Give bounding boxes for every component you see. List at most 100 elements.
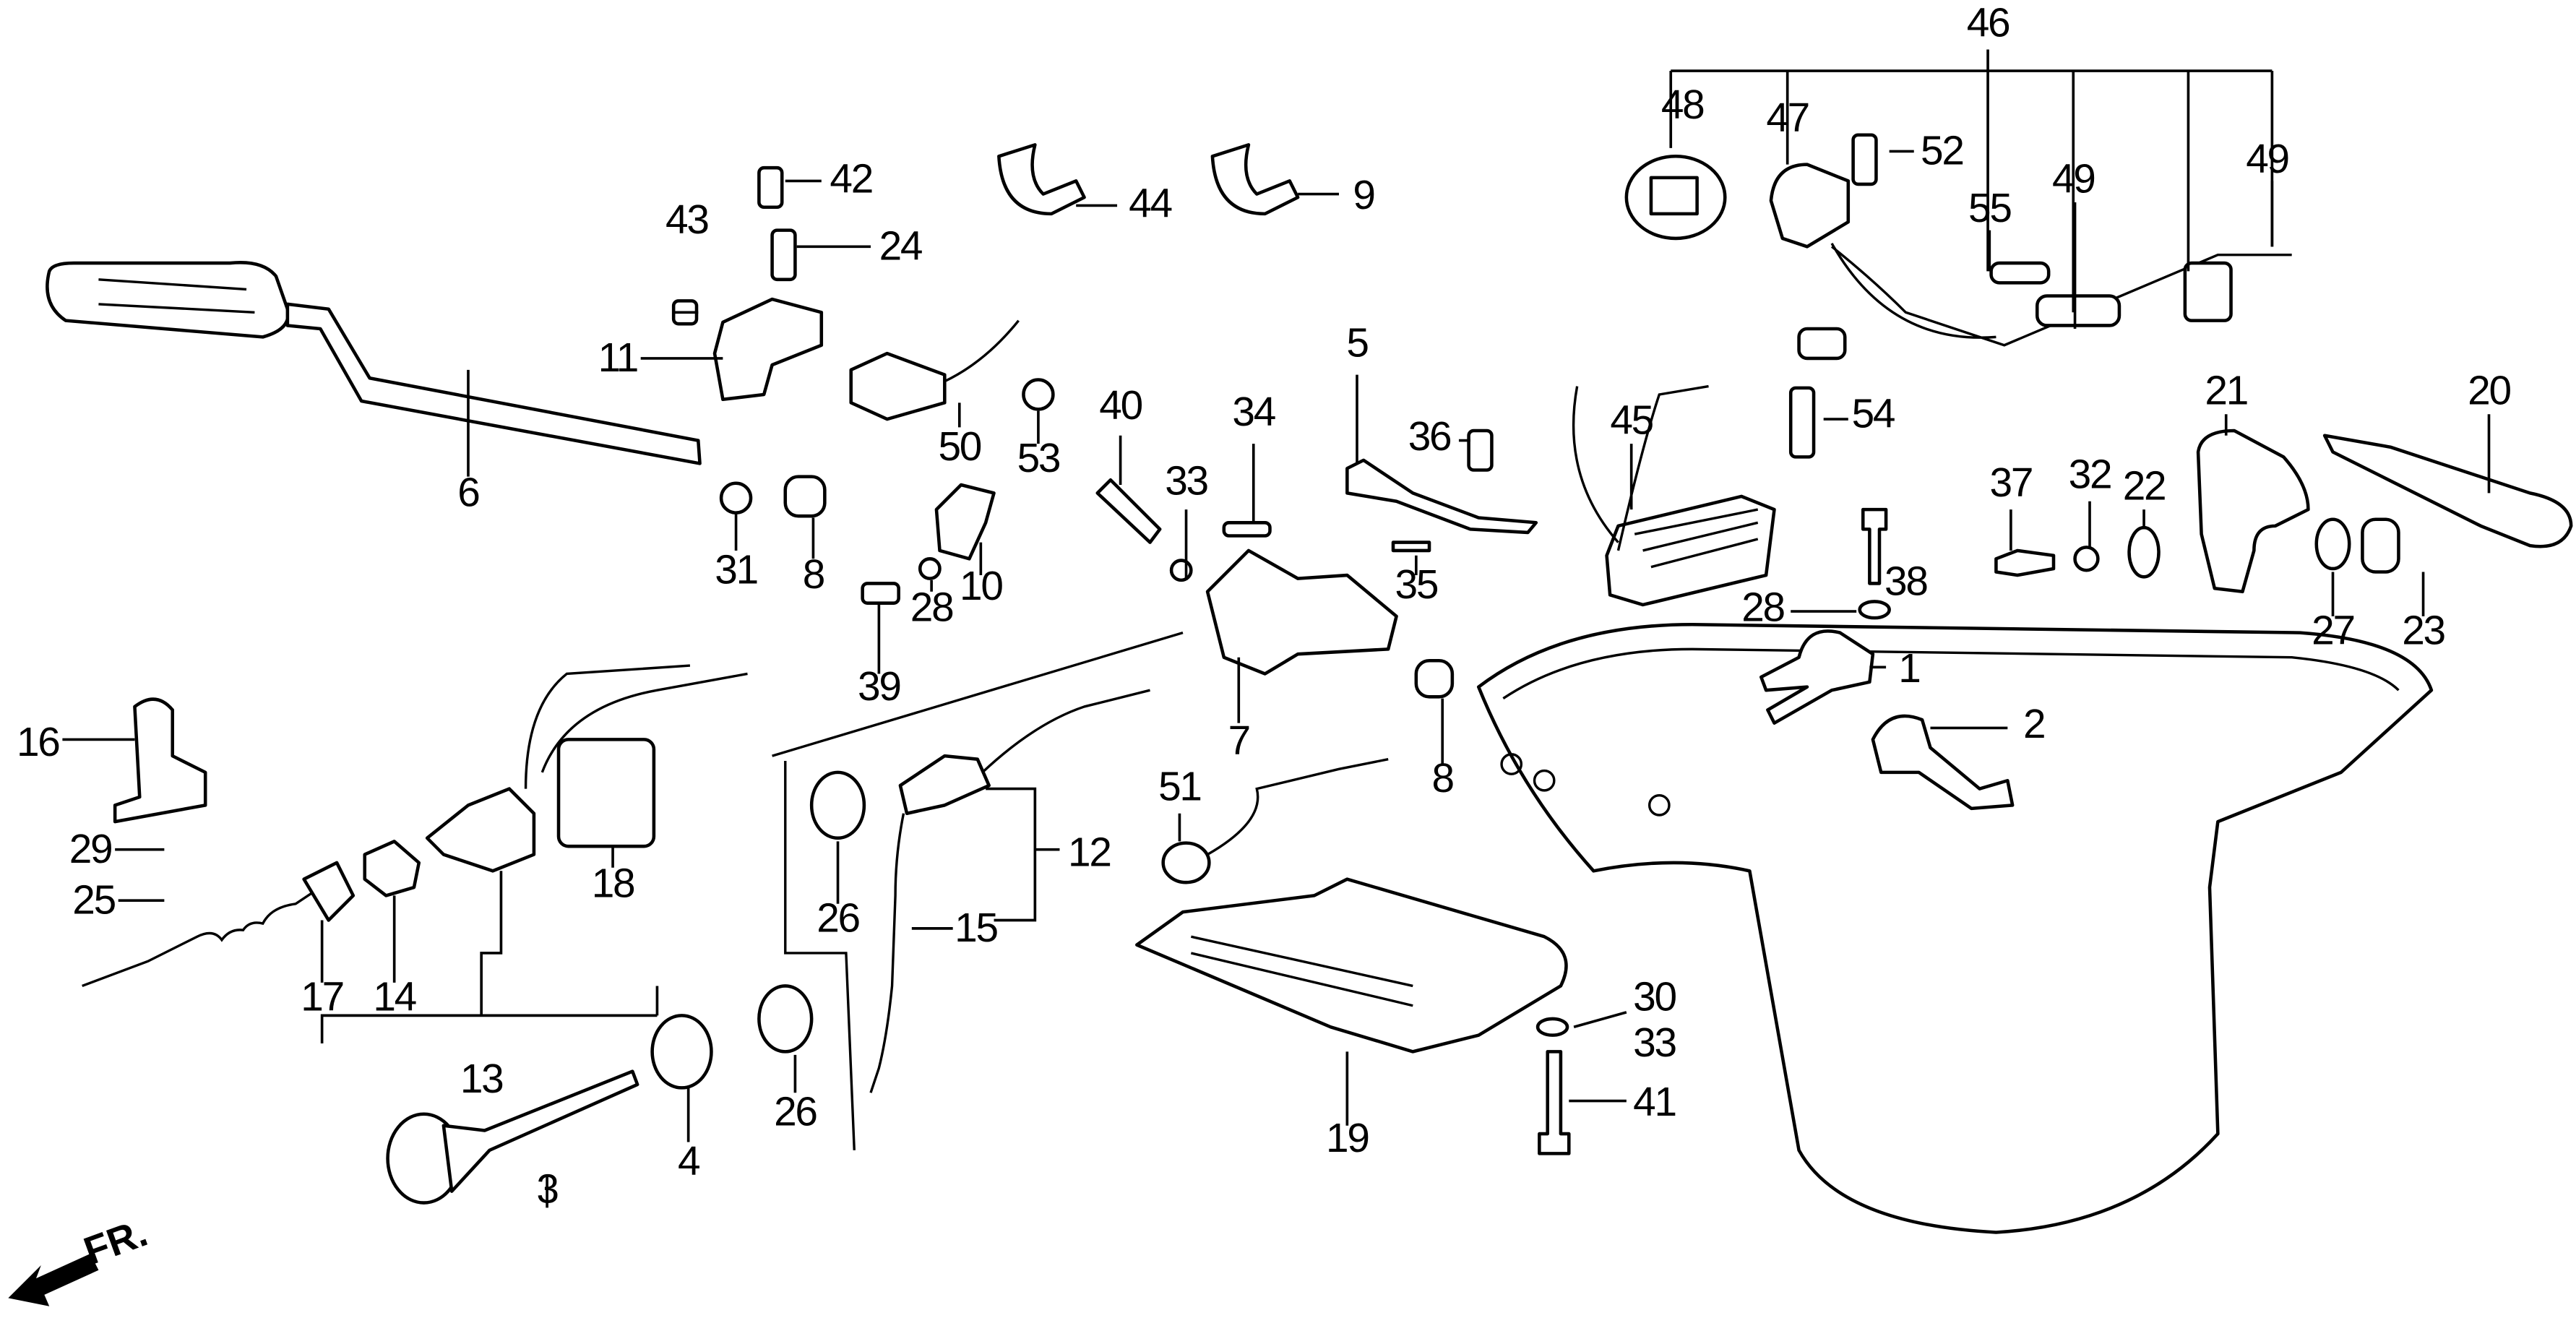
handle-19 [1135,877,1568,1054]
front-label: FR. [78,1210,152,1273]
clamp-9 [1210,143,1300,216]
callout-8: 8 [803,552,824,598]
callout-labels: 46 48 47 52 55 49 49 42 24 43 11 44 9 6 … [17,0,2512,1213]
callout-54: 54 [1852,391,1895,436]
callout-42: 42 [830,156,872,202]
bolt-52 [1851,133,1878,186]
pin-34 [1222,521,1272,538]
group-divider [772,631,1184,1150]
bolt-24 [770,228,797,282]
front-direction-indicator: FR. [8,1210,153,1306]
callout-2: 2 [2023,702,2044,747]
callout-52: 52 [1921,129,1963,174]
callout-45: 45 [1610,398,1653,444]
callout-29: 29 [69,827,112,872]
plug-4 [650,1014,713,1090]
washer-28 [1858,600,1891,620]
callout-34: 34 [1232,389,1275,435]
bush-8 [783,475,827,518]
nut-26b [757,984,814,1054]
lower-housing [1476,622,2434,1234]
bush-8b [1414,659,1455,699]
bolt-37 [1994,548,2056,577]
callout-22: 22 [2123,463,2166,509]
callout-39: 39 [858,664,900,710]
callout-10: 10 [960,564,1002,609]
callout-47: 47 [1766,95,1809,141]
callout-11: 11 [598,335,637,381]
bracket-16 [113,697,207,824]
bracket-11 [712,297,824,402]
callout-4: 4 [678,1139,699,1184]
callout-3: 3 [536,1167,558,1213]
callout-16: 16 [17,720,59,765]
callout-13: 13 [460,1056,503,1102]
bolt-40 [1095,478,1162,544]
washer-22 [2127,525,2161,579]
callout-43: 43 [665,197,708,243]
callout-41: 41 [1633,1080,1676,1125]
callout-8b: 8 [1432,756,1454,801]
nut-14 [363,840,421,897]
callout-28b: 28 [910,585,953,631]
washer-31 [719,481,753,514]
switch-50 [849,351,947,421]
lever-21 [2196,428,2310,594]
spring-17 [82,886,322,988]
callout-40: 40 [1099,383,1142,428]
callout-24: 24 [879,224,922,270]
callout-49b: 49 [2246,137,2288,182]
callout-46: 46 [1967,0,2009,46]
bush-23 [2361,517,2400,574]
callout-14: 14 [373,975,415,1020]
stop-switch-12 [898,754,991,815]
bolt-42 [757,165,784,210]
callout-17: 17 [301,975,343,1020]
callout-5: 5 [1346,321,1368,366]
washer-33 [1169,559,1193,582]
bolt-36 [1467,428,1494,472]
callout-53: 53 [1017,436,1060,481]
choke-knob-3 [386,1069,639,1205]
bolt-54 [1788,386,1816,459]
switch-51 [1161,841,1211,884]
lanyard-15 [869,813,905,1093]
wire-harness-46 [1624,155,2292,361]
lever-10 [934,483,996,561]
callout-30: 30 [1633,975,1676,1020]
callout-20: 20 [2468,369,2510,414]
callout-28: 28 [1741,585,1784,631]
callout-26b: 26 [774,1090,817,1135]
callout-50: 50 [938,424,981,470]
callout-19: 19 [1326,1116,1369,1161]
lever-20 [2322,434,2573,548]
callout-23: 23 [2402,608,2444,654]
bolt-38 [1861,507,1888,585]
washer-30-33 [1535,1017,1569,1037]
callout-31: 31 [715,547,757,593]
callout-15: 15 [955,905,997,951]
callout-36: 36 [1408,414,1451,460]
callout-38: 38 [1884,559,1927,604]
callout-12: 12 [1068,830,1111,875]
callout-9: 9 [1353,173,1374,218]
washer-32 [2073,546,2100,572]
clamp-44 [997,143,1086,216]
callout-21: 21 [2205,369,2247,414]
callout-18: 18 [592,861,634,907]
callout-32: 32 [2069,452,2111,498]
lever-7 [1205,548,1398,676]
callout-44: 44 [1129,181,1171,226]
nut-26 [809,770,866,840]
callout-25: 25 [72,877,115,923]
part-shapes [46,133,2573,1234]
cover-18 [556,738,656,848]
switch-13 [425,787,536,873]
washer-27 [2314,517,2351,571]
callout-48: 48 [1661,82,1704,128]
bolt-41 [1538,1050,1571,1155]
lever-1 [1759,629,1875,725]
callout-55: 55 [1968,186,2011,231]
callout-49: 49 [2052,156,2095,202]
